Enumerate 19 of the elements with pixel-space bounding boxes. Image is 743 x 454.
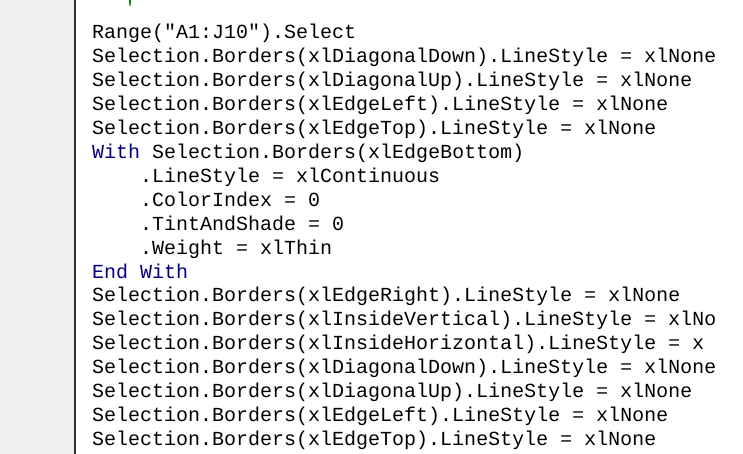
code-line: Selection.Borders(xlDiagonalUp).LineStyle = xlNone [92, 382, 692, 404]
editor-margin [0, 0, 76, 454]
code-line: .ColorIndex = 0 [140, 190, 320, 213]
code-line: Selection.Borders(xlInsideVertical).LineStyle = xlNo [92, 310, 716, 332]
code-line: .LineStyle = xlContinuous [140, 166, 440, 189]
code-line: Range("A1:J10").Select [92, 23, 356, 45]
code-line: Selection.Borders(xlEdgeTop).LineStyle = xlNone [92, 430, 656, 452]
code-line: With Selection.Borders(xlEdgeBottom) [92, 142, 524, 165]
code-line: .TintAndShade = 0 [140, 214, 344, 237]
code-line: Selection.Borders(xlEdgeLeft).LineStyle = xlNone [92, 94, 668, 117]
code-line: Selection.Borders(xlDiagonalUp).LineStyle = xlNone [92, 70, 692, 93]
code-line: Selection.Borders(xlEdgeTop).LineStyle = xlNone [92, 118, 656, 141]
code-line: Selection.Borders(xlDiagonalDown).LineStyle = xlNone [92, 358, 716, 380]
code-line: .Weight = xlThin [140, 238, 332, 261]
code-line: Selection.Borders(xlEdgeRight).LineStyle = xlNone [92, 286, 680, 308]
code-line: Selection.Borders(xlDiagonalDown).LineStyle = xlNone [92, 46, 716, 69]
code-line: Selection.Borders(xlEdgeLeft).LineStyle = xlNone [92, 406, 668, 428]
code-line: End With [92, 262, 188, 284]
code-line: Selection.Borders(xlInsideHorizontal).LineStyle = x [92, 334, 704, 356]
